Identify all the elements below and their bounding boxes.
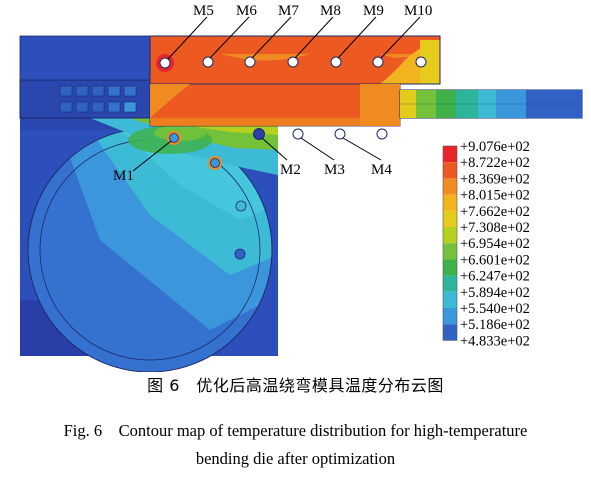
legend-value-label: +6.247e+02 [460,269,530,285]
marker-label-m4: M4 [371,162,392,178]
legend-border [442,145,458,341]
die-frame [19,35,151,119]
legend-value-label: +9.076e+02 [460,139,530,155]
legend-color-swatch [443,324,457,341]
legend-color-swatch [443,308,457,325]
legend-color-swatch [443,259,457,276]
legend-color-swatch [443,162,457,179]
legend-color-swatch [443,291,457,308]
temperature-legend: +9.076e+02+8.722e+02+8.369e+02+8.015e+02… [442,139,530,349]
temperature-contour-figure: M5 M6 M7 M8 M9 M10 M1 M2 M3 M4 +9.076e+0… [19,3,583,372]
legend-color-swatch [443,210,457,227]
legend-value-label: +5.894e+02 [460,285,530,301]
middle-hot-band [149,83,401,127]
legend-value-label: +7.308e+02 [460,220,530,236]
marker-label-m8: M8 [320,3,341,19]
caption-english-line-2: bending die after optimization [195,449,396,468]
marker-label-m3: M3 [324,162,345,178]
legend-value-label: +8.369e+02 [460,171,530,187]
thermocouple-holes [156,54,427,260]
marker-label-m9: M9 [363,3,384,19]
marker-label-m2: M2 [280,162,301,178]
legend-color-swatch [443,146,457,163]
legend-color-swatch [443,243,457,260]
legend-color-swatch [443,275,457,292]
legend-color-swatch [443,227,457,244]
marker-label-m7: M7 [278,3,299,19]
marker-label-m6: M6 [236,3,257,19]
caption-english-line-1: Fig. 6 Contour map of temperature distri… [63,421,528,440]
leader-lines [132,16,421,172]
marker-label-m10: M10 [404,3,432,19]
legend-value-label: +4.833e+02 [460,333,530,349]
legend-value-label: +5.540e+02 [460,301,530,317]
extension-rod [399,89,583,119]
legend-value-label: +6.601e+02 [460,252,530,268]
legend-value-label: +6.954e+02 [460,236,530,252]
legend-value-label: +5.186e+02 [460,317,530,333]
marker-label-m5: M5 [193,3,214,19]
legend-color-swatch [443,194,457,211]
marker-labels: M5 M6 M7 M8 M9 M10 M1 M2 M3 M4 [113,3,432,184]
legend-value-label: +8.722e+02 [460,155,530,171]
legend-value-label: +7.662e+02 [460,204,530,220]
marker-label-m1: M1 [113,168,134,184]
legend-value-label: +8.015e+02 [460,188,530,204]
legend-color-swatch [443,178,457,195]
caption-chinese: 图 6 优化后高温绕弯模具温度分布云图 [147,376,444,395]
